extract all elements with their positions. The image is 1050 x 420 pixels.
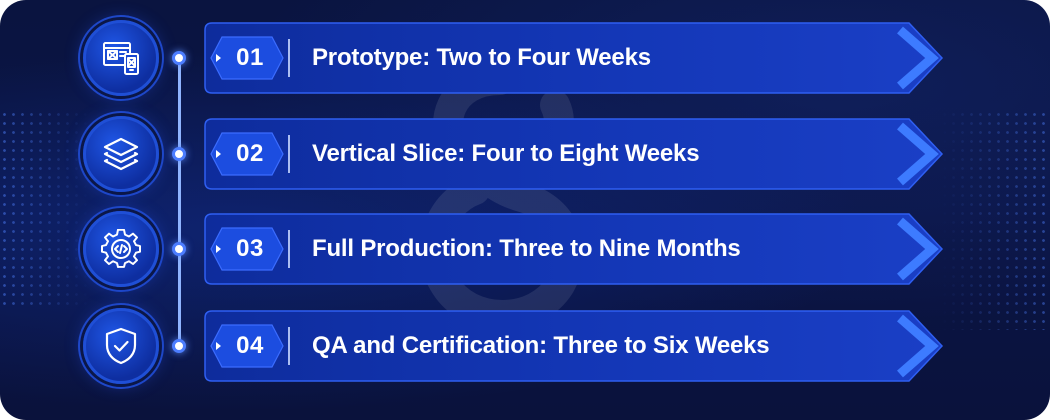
step-title: Vertical Slice: Four to Eight Weeks [312,140,700,167]
timeline-step: 01 Prototype: Two to Four Weeks [0,20,1050,96]
divider [288,230,290,268]
brand-watermark [420,70,584,330]
timeline-node [172,147,186,161]
timeline-step: 04 QA and Certification: Three to Six We… [0,308,1050,384]
step-banner: 03 Full Production: Three to Nine Months [204,213,944,285]
timeline-step: 03 Full Production: Three to Nine Months [0,211,1050,287]
wireframe-devices-icon [83,20,159,96]
timeline-node [172,242,186,256]
step-number-badge: 04 [210,324,284,368]
step-number: 02 [236,140,264,167]
dot-pattern-left [0,110,90,310]
dot-pattern-right [940,110,1050,330]
layers-icon [83,116,159,192]
step-number-badge: 02 [210,132,284,176]
step-number: 03 [236,235,264,262]
step-banner: 04 QA and Certification: Three to Six We… [204,310,944,382]
step-banner: 01 Prototype: Two to Four Weeks [204,22,944,94]
divider [288,327,290,365]
shield-check-icon [83,308,159,384]
chevron-right-icon [897,217,939,281]
timeline-connector [178,58,181,345]
step-title: QA and Certification: Three to Six Weeks [312,332,770,359]
chevron-right-icon [897,26,939,90]
step-number: 01 [236,44,264,71]
timeline-node [172,339,186,353]
divider [288,135,290,173]
timeline-step: 02 Vertical Slice: Four to Eight Weeks [0,116,1050,192]
step-banner: 02 Vertical Slice: Four to Eight Weeks [204,118,944,190]
step-title: Full Production: Three to Nine Months [312,235,741,262]
chevron-right-icon [897,314,939,378]
step-title: Prototype: Two to Four Weeks [312,44,651,71]
step-number: 04 [236,332,264,359]
timeline-node [172,51,186,65]
code-gear-icon [83,211,159,287]
chevron-right-icon [897,122,939,186]
step-number-badge: 01 [210,36,284,80]
divider [288,39,290,77]
step-number-badge: 03 [210,227,284,271]
